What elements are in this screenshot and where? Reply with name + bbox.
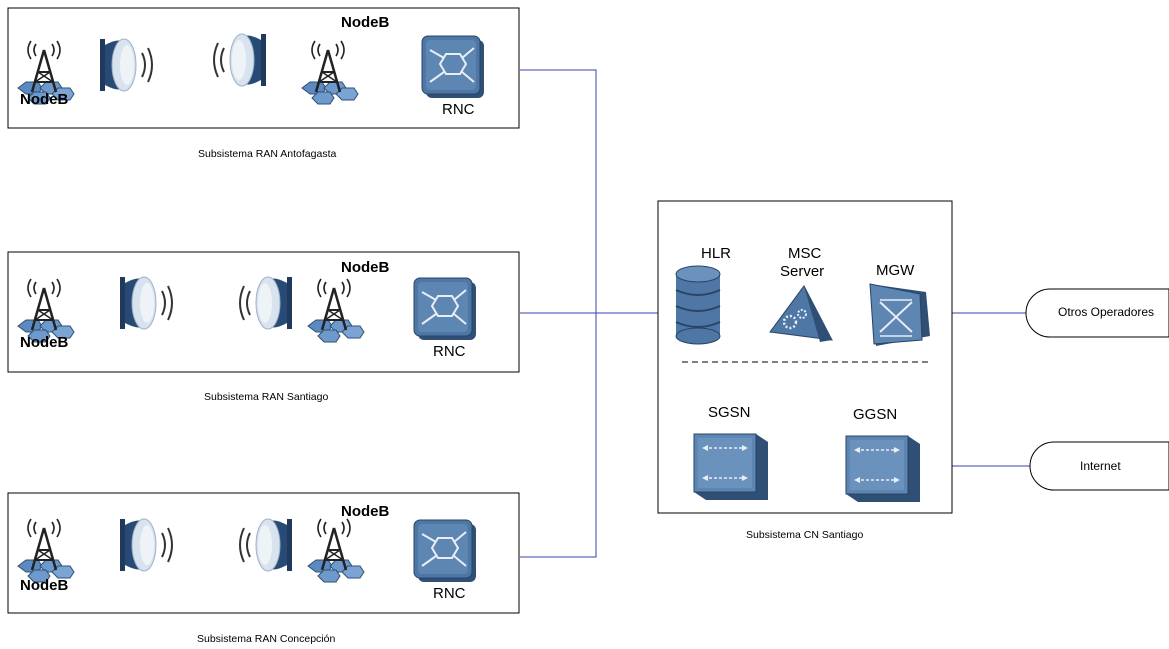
sgsn-label: SGSN [708,404,751,421]
msc-server-label: Server [780,263,825,280]
operators-label: Otros Operadores [1058,305,1155,319]
ggsn-label: GGSN [853,406,898,423]
nodeb-label: NodeB [20,577,69,594]
nodeb-label: NodeB [20,334,69,351]
mgw-label: MGW [876,262,915,279]
ran-subsystem-concepcion [7,492,520,614]
internet-cloud [1029,441,1169,491]
subsystem-caption: Subsistema CN Santiago [746,529,864,541]
nodeb-label: NodeB [20,91,69,108]
link-concepcion-core [520,313,597,558]
rnc-router-icon [421,35,485,99]
media-gateway-icon [869,283,930,346]
rnc-label: RNC [442,101,475,118]
msc-label: MSC [788,245,822,262]
internet-label: Internet [1080,459,1121,473]
rnc-router-icon [413,277,477,341]
subsystem-caption: Subsistema RAN Antofagasta [198,148,337,160]
msc-server-icon [769,285,833,342]
core-subsystem-santiago [657,200,953,514]
subsystem-caption: Subsistema RAN Concepción [197,633,336,645]
ggsn-icon [845,435,921,503]
ran-subsystem-antofagasta [7,7,520,129]
nodeb-label: NodeB [341,259,390,276]
rnc-label: RNC [433,585,466,602]
ran-subsystem-santiago [7,251,520,373]
hlr-label: HLR [701,245,732,262]
operators-cloud [1025,288,1169,338]
subsystem-caption: Subsistema RAN Santiago [204,391,329,403]
nodeb-label: NodeB [341,14,390,31]
link-antofagasta-core [520,69,658,314]
rnc-router-icon [413,519,477,583]
database-icon [675,265,721,345]
nodeb-label: NodeB [341,503,390,520]
sgsn-icon [693,433,769,501]
rnc-label: RNC [433,343,466,360]
